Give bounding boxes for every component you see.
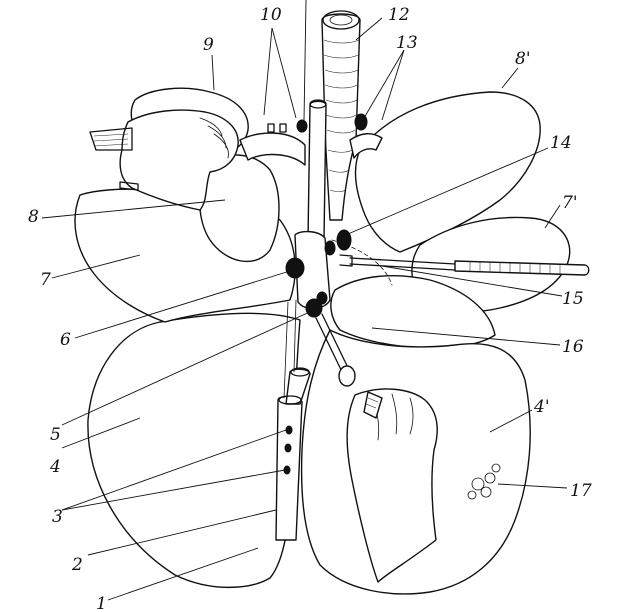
- leader-4: [61, 417, 141, 449]
- leader-15: [381, 265, 563, 297]
- vessel-arch: [239, 132, 306, 166]
- left-hand-finger-lines: [199, 117, 229, 159]
- lymph-node-6: [285, 257, 305, 279]
- left-upper-lobe: [198, 154, 280, 263]
- left-pin: [119, 181, 139, 191]
- lymph-node-cluster: [467, 463, 501, 500]
- trachea-lumen: [322, 10, 360, 30]
- inferior-vessel-2-lumen: [290, 367, 310, 377]
- label-4-prime: 4': [533, 397, 550, 417]
- leader-2: [87, 509, 277, 556]
- label-16: 16: [562, 337, 584, 357]
- label-4: 4: [49, 457, 61, 477]
- label-8-prime: 8': [515, 49, 531, 69]
- forceps-tip: [339, 254, 353, 267]
- label-3: 3: [52, 507, 63, 527]
- leader-10b: [271, 27, 297, 119]
- label-7: 7: [40, 270, 51, 290]
- leader-16: [371, 327, 561, 346]
- label-6: 6: [60, 330, 71, 350]
- leader-8p: [501, 67, 519, 89]
- lymph-node-5b: [316, 291, 328, 305]
- label-8: 8: [28, 207, 39, 227]
- vessel-cut-2: [279, 123, 287, 133]
- label-12: 12: [388, 5, 410, 25]
- trachea-lumen-inner: [329, 14, 353, 26]
- pulmonary-artery-lumen: [309, 99, 327, 109]
- leader-11: [303, 0, 307, 121]
- label-2: 2: [71, 555, 83, 575]
- leader-12: [355, 17, 383, 41]
- lymph-node-14: [336, 229, 352, 251]
- leader-10a: [263, 27, 273, 116]
- inferior-vessel-line: [293, 299, 297, 373]
- forceps-shaft: [349, 257, 456, 271]
- label-14: 14: [550, 133, 572, 153]
- label-9: 9: [203, 35, 214, 55]
- left-clamp-hatch: [93, 133, 129, 147]
- lymph-node-3a: [285, 425, 293, 435]
- probe-tip-hatch: [365, 397, 379, 409]
- leader-14: [347, 147, 549, 235]
- hilar-trunk: [294, 230, 331, 310]
- left-lower-lobe: [87, 312, 301, 589]
- leader-5: [61, 309, 315, 426]
- right-upper-lobe: [354, 91, 541, 253]
- label-5: 5: [50, 425, 61, 445]
- leader-1: [107, 547, 259, 601]
- label-1: 1: [96, 594, 107, 612]
- leader-3a: [61, 429, 287, 511]
- forceps-handle: [454, 260, 590, 276]
- lymph-node-3b: [284, 443, 292, 453]
- leader-6: [74, 269, 294, 339]
- inferior-vessel-lumen: [278, 395, 302, 405]
- probe-tip: [363, 391, 383, 419]
- right-main-bronchus: [349, 133, 383, 159]
- label-13: 13: [396, 33, 418, 53]
- label-15: 15: [562, 289, 584, 309]
- leader-3b: [61, 469, 286, 511]
- label-17: 17: [570, 481, 592, 501]
- label-7-prime: 7': [562, 193, 578, 213]
- lymph-node-13b: [296, 119, 308, 133]
- leader-17: [497, 483, 568, 489]
- leader-9: [211, 54, 215, 91]
- inferior-vessel-line-2: [283, 301, 289, 399]
- lymph-node-14b: [324, 240, 336, 256]
- pulmonary-artery-upper: [307, 100, 327, 241]
- leader-4p: [489, 409, 533, 433]
- trachea-rings: [323, 39, 360, 192]
- leader-13b: [381, 49, 405, 121]
- vessel-cut-1: [267, 123, 275, 133]
- right-hand: [346, 388, 438, 583]
- trachea: [321, 13, 361, 221]
- leader-7p: [544, 204, 561, 229]
- leader-8: [41, 199, 226, 219]
- label-10: 10: [260, 5, 282, 25]
- forceps-hatch: [469, 262, 561, 275]
- lymph-node-5: [305, 298, 323, 318]
- left-hand: [119, 109, 239, 211]
- probe-finger: [338, 365, 356, 387]
- dashed-outline: [331, 239, 393, 286]
- left-clamp: [89, 127, 133, 151]
- leader-7: [51, 254, 141, 279]
- leader-13a: [363, 49, 405, 119]
